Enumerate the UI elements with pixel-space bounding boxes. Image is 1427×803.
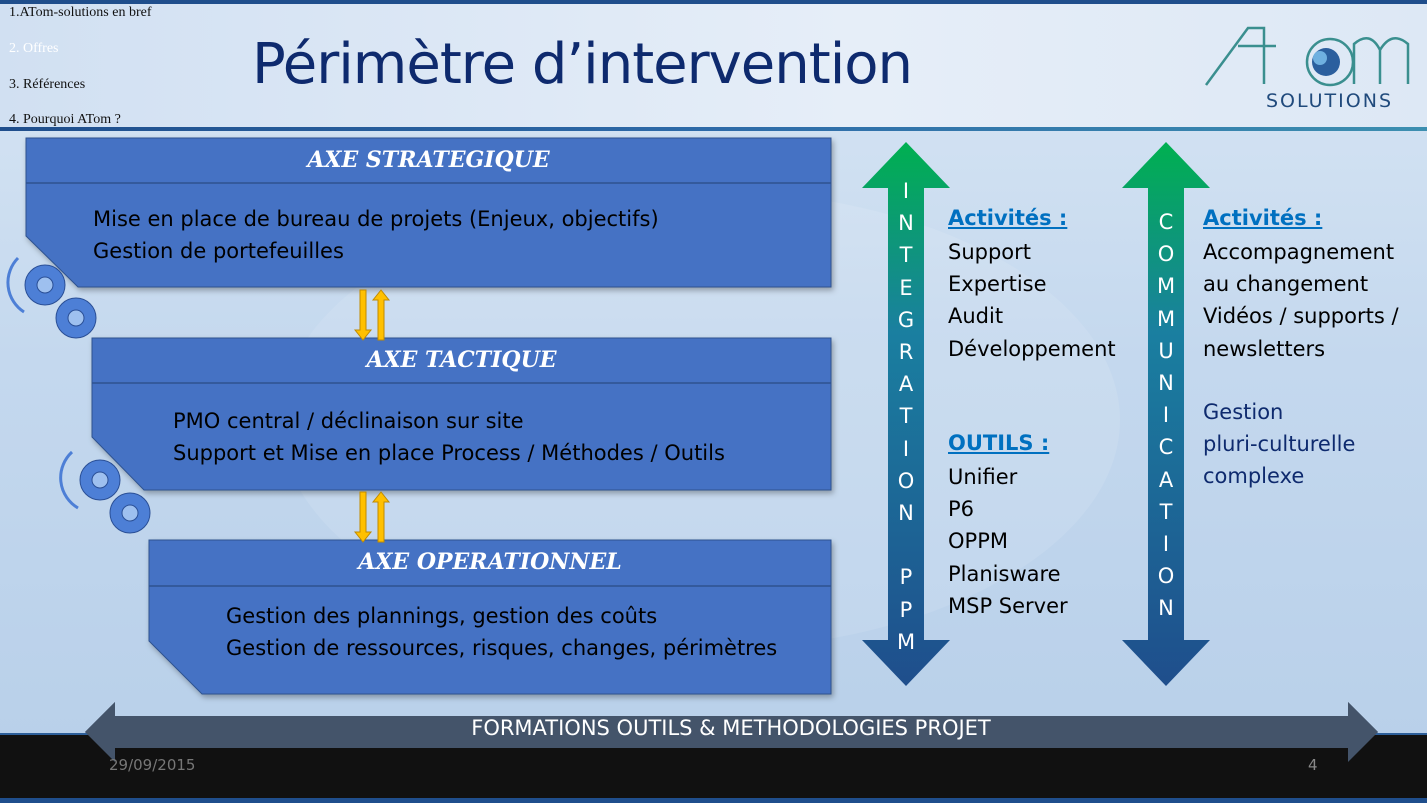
vertical-letter: O — [1157, 564, 1175, 589]
vertical-letter: T — [899, 243, 913, 268]
vertical-letter: I — [1162, 532, 1170, 557]
axis-boxes — [6, 137, 832, 695]
vertical-letter: M — [1156, 274, 1176, 299]
vertical-letter: N — [1158, 371, 1174, 396]
gears-icon — [59, 450, 151, 534]
footer-date: 29/09/2015 — [109, 756, 196, 774]
vertical-letter: I — [1162, 403, 1170, 428]
vertical-letter: T — [1159, 499, 1173, 524]
axis-tactique-line-1: PMO central / déclinaison sur site — [173, 409, 524, 433]
axis-operationnel-title: AXE OPERATIONNEL — [358, 549, 622, 575]
axis-tactique-line-2: Support et Mise en place Process / Métho… — [173, 441, 725, 465]
communication-activities-list: Accompagnement au changement Vidéos / su… — [1203, 240, 1399, 361]
header-divider — [0, 127, 1427, 131]
integration-tools-title: OUTILS : — [948, 431, 1050, 455]
nav-item-3[interactable]: 3. Références — [9, 77, 86, 92]
communication-extra-list: Gestion pluri-culturelle complexe — [1203, 400, 1356, 489]
vertical-letter: A — [1158, 467, 1174, 492]
vertical-letter: C — [1158, 435, 1174, 460]
vertical-letter: R — [898, 340, 914, 365]
axis-tactique-title: AXE TACTIQUE — [366, 347, 557, 373]
vertical-letter: O — [1157, 242, 1175, 267]
double-arrow-icon — [353, 289, 391, 341]
vertical-letter: N — [898, 211, 914, 236]
nav-item-1[interactable]: 1.ATom-solutions en bref — [9, 5, 152, 20]
axis-strategique-line-1: Mise en place de bureau de projets (Enje… — [93, 207, 659, 231]
header-band — [0, 4, 1427, 128]
page-title: Périmètre d’intervention — [252, 32, 913, 97]
box-strategique — [25, 137, 832, 288]
integration-tools-list: Unifier P6 OPPM Planisware MSP Server — [948, 465, 1068, 618]
top-bar — [0, 0, 1427, 4]
vertical-letter: O — [897, 468, 915, 493]
vertical-letter: P — [899, 597, 913, 622]
axis-operationnel-line-1: Gestion des plannings, gestion des coûts — [226, 604, 658, 628]
communication-activities-title: Activités : — [1203, 206, 1323, 230]
axis-strategique-title: AXE STRATEGIQUE — [307, 147, 550, 173]
integration-activities-title: Activités : — [948, 206, 1068, 230]
communication-arrow — [1122, 142, 1210, 686]
vertical-letter: E — [899, 275, 913, 300]
vertical-letter: M — [1156, 306, 1176, 331]
page-number: 4 — [1308, 756, 1318, 774]
logo-subtitle: SOLUTIONS — [1266, 90, 1393, 112]
double-arrow-icon — [353, 491, 391, 543]
box-tactique — [91, 337, 832, 491]
box-operationnel — [148, 539, 832, 695]
nav-item-2[interactable]: 2. Offres — [9, 41, 59, 56]
vertical-letter: U — [1158, 338, 1174, 363]
vertical-letter: I — [902, 436, 910, 461]
vertical-letter: N — [898, 501, 914, 526]
vertical-letter: T — [899, 404, 913, 429]
vertical-letter: I — [902, 179, 910, 203]
vertical-letter: C — [1158, 210, 1174, 234]
vertical-letter: M — [896, 629, 916, 654]
axis-operationnel-line-2: Gestion de ressources, risques, changes,… — [226, 636, 778, 660]
atom-logo-icon — [1204, 26, 1410, 87]
axis-strategique-line-2: Gestion de portefeuilles — [93, 239, 344, 263]
integration-activities-list: Support Expertise Audit Développement — [948, 240, 1116, 361]
vertical-letter: P — [899, 565, 913, 590]
vertical-letter: N — [1158, 596, 1174, 621]
footer-line — [0, 798, 1427, 803]
vertical-letter: G — [897, 307, 915, 332]
formation-banner-text: FORMATIONS OUTILS & METHODOLOGIES PROJET — [471, 716, 991, 740]
vertical-letter: A — [898, 372, 914, 397]
nav-item-4[interactable]: 4. Pourquoi ATom ? — [9, 112, 121, 127]
integration-arrow — [862, 142, 950, 686]
gears-icon — [6, 256, 97, 339]
